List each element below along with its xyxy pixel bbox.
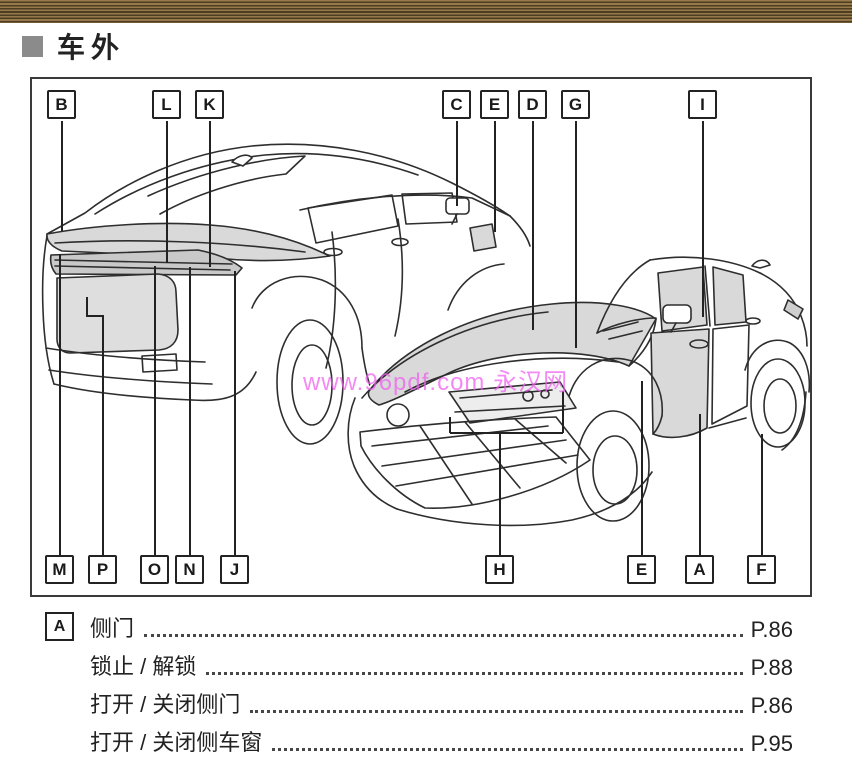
index-page-ref: P.88 (750, 655, 793, 680)
index-label: 锁止 / 解锁 (90, 654, 197, 679)
callout-G: G (561, 90, 590, 119)
callout-L: L (152, 90, 181, 119)
callout-E-top: E (480, 90, 509, 119)
dot-leader (250, 710, 743, 713)
diagram-frame (30, 77, 812, 597)
dot-leader (206, 672, 743, 675)
index-key-A: A (45, 612, 74, 641)
dot-leader (144, 634, 743, 637)
callout-J: J (220, 555, 249, 584)
index-label: 侧门 (90, 616, 135, 641)
callout-A: A (685, 555, 714, 584)
callout-B: B (47, 90, 76, 119)
callout-F: F (747, 555, 776, 584)
callout-N: N (175, 555, 204, 584)
index-row-open-close-door: 打开 / 关闭侧门 P.86 (45, 682, 793, 720)
index-list: A 侧门 P.86 锁止 / 解锁 P.88 打开 / 关闭侧门 P.86 打开… (45, 606, 793, 758)
callout-P: P (88, 555, 117, 584)
callout-K: K (195, 90, 224, 119)
callout-I: I (688, 90, 717, 119)
callout-H: H (485, 555, 514, 584)
index-label: 打开 / 关闭侧门 (90, 692, 241, 717)
callout-D: D (518, 90, 547, 119)
index-row-lock-unlock: 锁止 / 解锁 P.88 (45, 644, 793, 682)
callout-O: O (140, 555, 169, 584)
callout-C: C (442, 90, 471, 119)
section-heading: 车外 (22, 26, 125, 66)
callout-M: M (45, 555, 74, 584)
index-row-open-close-window: 打开 / 关闭侧车窗 P.95 (45, 720, 793, 758)
index-label: 打开 / 关闭侧车窗 (90, 730, 263, 755)
index-page-ref: P.95 (750, 731, 793, 756)
section-marker-icon (22, 35, 43, 57)
index-page-ref: P.86 (750, 617, 793, 642)
index-page-ref: P.86 (750, 693, 793, 718)
section-title: 车外 (57, 32, 126, 63)
watermark-text: www.96pdf.com 永汉网 (303, 369, 569, 396)
dot-leader (272, 748, 743, 751)
index-row-side-door: A 侧门 P.86 (45, 606, 793, 644)
page-top-bar (0, 0, 852, 23)
callout-E-bottom: E (627, 555, 656, 584)
